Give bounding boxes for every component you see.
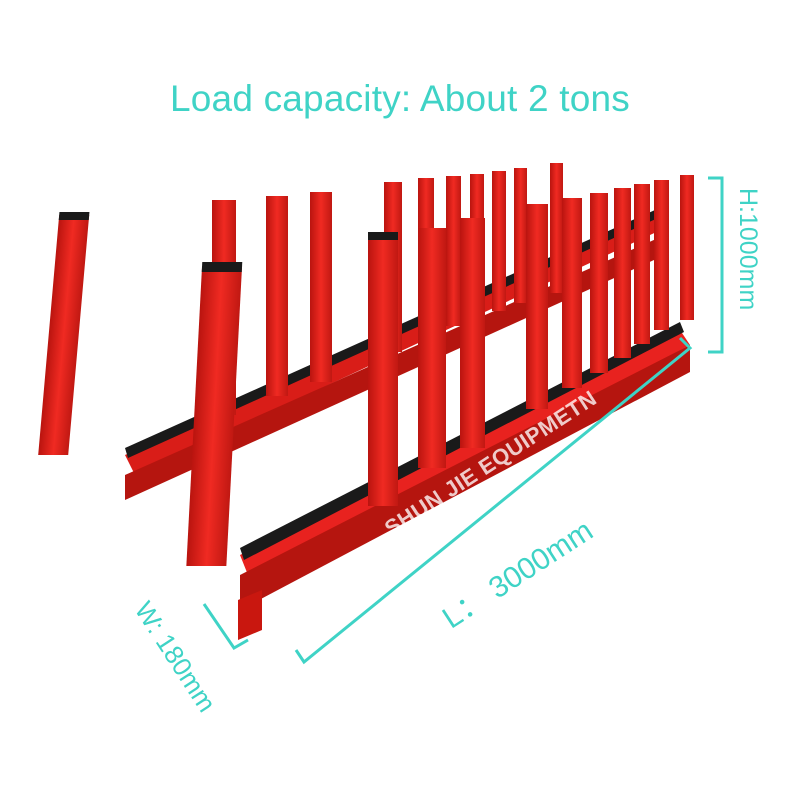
length-dimension-line <box>294 336 693 665</box>
width-dimension-line <box>202 603 249 650</box>
front-posts <box>186 175 694 566</box>
height-dimension-line <box>708 176 724 354</box>
height-caption: H:1000mm <box>734 188 762 311</box>
load-capacity-caption: Load capacity: About 2 tons <box>169 78 630 119</box>
dimension-lines <box>202 176 724 665</box>
